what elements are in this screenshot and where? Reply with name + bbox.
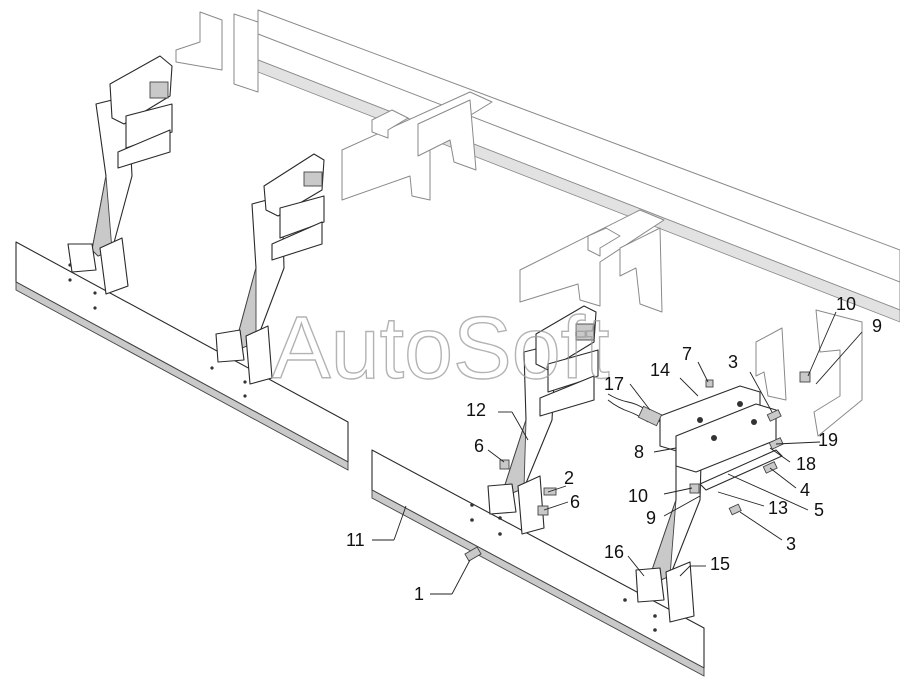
- callout-10-lower: 10: [628, 486, 648, 506]
- callout-3-lower: 3: [786, 534, 796, 554]
- callout-3-upper: 3: [728, 352, 738, 372]
- callout-11: 11: [346, 530, 365, 550]
- callout-13: 13: [768, 498, 788, 518]
- callout-4: 4: [800, 480, 810, 500]
- callout-19: 19: [818, 430, 838, 450]
- callout-1: 1: [414, 584, 424, 604]
- callout-7: 7: [682, 344, 692, 364]
- shank-left-b: [215, 153, 325, 385]
- callout-18: 18: [796, 454, 816, 474]
- spring-chain-17: [607, 393, 663, 427]
- leader-lines: [372, 311, 863, 595]
- callout-5: 5: [814, 500, 824, 520]
- blade-left: [15, 241, 349, 471]
- blade-right: [371, 449, 705, 677]
- callout-17: 17: [604, 374, 624, 394]
- callouts: 10 9 7 3 17 14 12 6 2 6 8 19 18 4 5 10 9…: [346, 294, 882, 604]
- callout-15: 15: [710, 554, 730, 574]
- callout-10-upper: 10: [836, 294, 856, 314]
- callout-16: 16: [604, 542, 624, 562]
- callout-9-upper: 9: [872, 316, 882, 336]
- shank-right-front: [487, 305, 599, 535]
- shank-left-a: [67, 55, 173, 295]
- callout-14: 14: [650, 360, 670, 380]
- callout-6-right: 6: [570, 492, 580, 512]
- main-frame-beam: [175, 9, 900, 437]
- callout-12: 12: [466, 400, 486, 420]
- callout-6-left: 6: [474, 436, 484, 456]
- watermark-text: AutoSoft: [272, 298, 610, 397]
- callout-2: 2: [564, 468, 574, 488]
- callout-8: 8: [634, 442, 644, 462]
- callout-9-lower: 9: [646, 508, 656, 528]
